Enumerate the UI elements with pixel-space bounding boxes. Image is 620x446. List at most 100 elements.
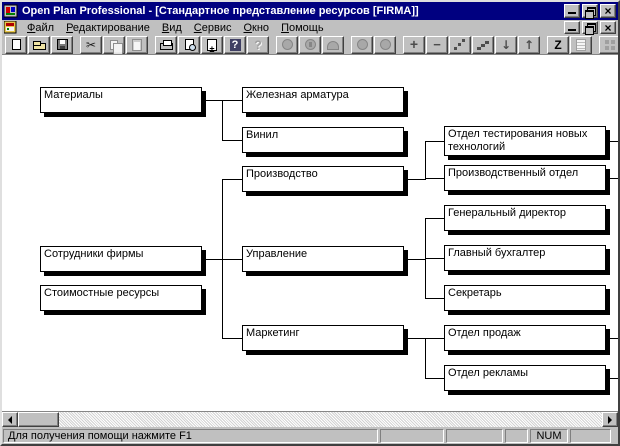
preview-button[interactable]: [178, 35, 200, 54]
node-proizvodstvennyj-otdel[interactable]: Производственный отдел: [444, 165, 606, 191]
tile-button: [599, 35, 618, 54]
circle2-icon: [304, 39, 316, 50]
doc-close-button[interactable]: ×: [600, 21, 616, 34]
save-icon: [56, 39, 68, 50]
node-marketing[interactable]: Маркетинг: [242, 325, 404, 351]
status-bar: Для получения помощи нажмите F1 NUM: [2, 427, 618, 444]
window-title: Open Plan Professional - [Стандартное пр…: [22, 5, 419, 17]
plus-icon: [410, 37, 418, 52]
notes-button: [570, 35, 592, 54]
status-message: Для получения помощи нажмите F1: [3, 428, 378, 443]
connector-line: [606, 141, 618, 142]
app-restore-button[interactable]: [582, 4, 598, 19]
app-icon: [4, 4, 18, 18]
print-icon: [159, 40, 173, 50]
preview-icon: [184, 39, 196, 51]
help-button[interactable]: [224, 35, 246, 54]
node-sotrudniki-firmy[interactable]: Сотрудники фирмы: [40, 246, 202, 272]
connector-line: [222, 338, 242, 339]
horizontal-scrollbar[interactable]: [2, 411, 618, 427]
node-otdel-testirovaniya[interactable]: Отдел тестирования новых технологий: [444, 126, 606, 156]
menu-bar: Файл Редактирование Вид Сервис Окно Помощь ×: [2, 20, 618, 35]
circle4-button: [374, 35, 396, 54]
z-icon: [554, 37, 561, 52]
title-bar: Open Plan Professional - [Стандартное пр…: [2, 2, 618, 20]
connector-line: [425, 338, 426, 379]
save-button[interactable]: [51, 35, 73, 54]
connector-line: [425, 141, 426, 180]
steps-button[interactable]: [472, 35, 494, 54]
copy-icon: [110, 39, 123, 55]
status-panel: [505, 428, 528, 443]
minimize-icon: [568, 23, 576, 31]
notes-icon: [576, 38, 586, 51]
app-close-button[interactable]: ×: [600, 4, 616, 18]
z-button[interactable]: [547, 35, 569, 54]
up-button[interactable]: [518, 35, 540, 54]
node-upravlenie[interactable]: Управление: [242, 246, 404, 272]
open-button[interactable]: [28, 35, 50, 54]
circle-icon: [281, 39, 293, 50]
diagram-canvas: Материалы Железная арматура Винил Произв…: [2, 55, 618, 411]
connector-line: [404, 259, 425, 260]
status-panel: [570, 428, 611, 443]
menu-file[interactable]: Файл: [27, 21, 55, 34]
sheet-button[interactable]: [201, 35, 223, 54]
connector-line: [222, 100, 223, 141]
connector-line: [425, 378, 444, 379]
cut-icon: [86, 37, 96, 52]
doc-minimize-button[interactable]: [564, 21, 580, 34]
menu-edit[interactable]: Редактирование: [66, 21, 150, 34]
node-proizvodstvo[interactable]: Производство: [242, 166, 404, 192]
connector-line: [606, 178, 618, 179]
paste-icon: [132, 38, 142, 51]
plus-button[interactable]: [403, 35, 425, 54]
connector-line: [606, 378, 618, 379]
dots-button[interactable]: [449, 35, 471, 54]
arrow-left-icon: [4, 415, 12, 424]
connector-line: [222, 179, 223, 339]
node-otdel-reklamy[interactable]: Отдел рекламы: [444, 365, 606, 391]
num-lock-indicator: NUM: [530, 428, 568, 443]
arrow-right-icon: [608, 415, 616, 424]
node-generalnyj-direktor[interactable]: Генеральный директор: [444, 205, 606, 231]
scroll-right-button[interactable]: [602, 412, 618, 427]
node-vinil[interactable]: Винил: [242, 127, 404, 153]
chelp-icon: [254, 37, 261, 52]
circle4-icon: [379, 39, 391, 50]
node-materialy[interactable]: Материалы: [40, 87, 202, 113]
chelp-button: [247, 35, 269, 54]
connector-line: [425, 298, 444, 299]
node-zheleznaya-armatura[interactable]: Железная арматура: [242, 87, 404, 113]
minus-button[interactable]: [426, 35, 448, 54]
connector-line: [425, 178, 444, 179]
node-glavnyj-buhgalter[interactable]: Главный бухгалтер: [444, 245, 606, 271]
scrollbar-thumb[interactable]: [18, 412, 59, 427]
menu-view[interactable]: Вид: [161, 21, 182, 34]
menu-service[interactable]: Сервис: [193, 21, 232, 34]
down-icon: [501, 37, 511, 52]
connector-line: [404, 179, 425, 180]
cut-button: [80, 35, 102, 54]
minus-icon: [433, 37, 441, 52]
scrollbar-track[interactable]: [59, 412, 602, 427]
steps-icon: [476, 39, 490, 51]
menu-help[interactable]: Помощь: [281, 21, 324, 34]
arch-button: [322, 35, 344, 54]
connector-line: [606, 338, 618, 339]
app-minimize-button[interactable]: [564, 4, 580, 18]
node-otdel-prodazh[interactable]: Отдел продаж: [444, 325, 606, 351]
menu-window[interactable]: Окно: [243, 21, 270, 34]
print-button[interactable]: [155, 35, 177, 54]
down-button[interactable]: [495, 35, 517, 54]
connector-line: [425, 218, 444, 219]
connector-line: [404, 338, 425, 339]
copy-button: [103, 35, 125, 55]
node-stoimostnye-resursy[interactable]: Стоимостные ресурсы: [40, 285, 202, 311]
connector-line: [425, 141, 444, 142]
doc-restore-button[interactable]: [582, 21, 598, 35]
scroll-left-button[interactable]: [2, 412, 18, 427]
new-button[interactable]: [5, 35, 27, 54]
node-sekretar[interactable]: Секретарь: [444, 285, 606, 311]
